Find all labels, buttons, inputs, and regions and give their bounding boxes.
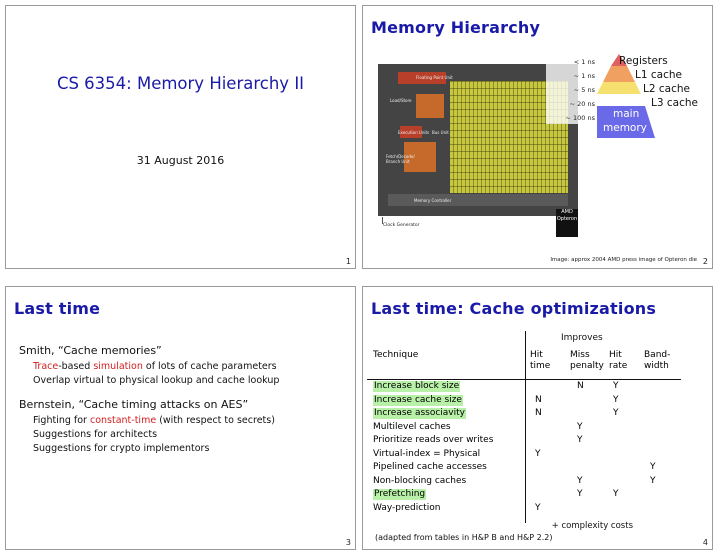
table-cell: N	[577, 381, 584, 391]
image-credit: Image: approx 2004 AMD press image of Op…	[550, 257, 697, 263]
deck-title: CS 6354: Memory Hierarchy II	[56, 74, 305, 93]
page-number: 3	[345, 538, 351, 547]
page-number: 1	[345, 257, 351, 266]
table-cell: Y	[650, 475, 656, 486]
table-row-technique: Multilevel caches	[373, 421, 451, 432]
table-cell: Y	[535, 448, 541, 459]
bullet-heading: Bernstein, “Cache timing attacks on AES”	[19, 398, 249, 411]
page-number: 2	[702, 257, 708, 266]
sub-bullet: Trace-based simulation of lots of cache …	[33, 361, 277, 372]
table-row-technique: Increase associavity	[373, 408, 466, 419]
latency-label: ~ 1 ns	[573, 72, 595, 80]
level-label: L1 cache	[635, 69, 682, 81]
table-row-technique: Non-blocking caches	[373, 475, 467, 486]
table-cell: Y	[577, 475, 583, 486]
slide-1: CS 6354: Memory Hierarchy II 31 August 2…	[5, 5, 356, 269]
complexity-note: + complexity costs	[551, 521, 633, 531]
table-cell: Y	[577, 435, 583, 445]
level-label: Registers	[619, 55, 668, 67]
die-label: Load/Store	[390, 98, 412, 103]
level-label: L3 cache	[651, 97, 698, 109]
slide-2: Memory Hierarchy Floating Point Unit Loa…	[362, 5, 713, 269]
sub-bullet: Fighting for constant-time (with respect…	[33, 415, 275, 426]
table-row-technique: Way-prediction	[373, 502, 441, 513]
table-cell: Y	[613, 408, 619, 418]
level-label: main	[613, 108, 640, 120]
table-cell: Y	[577, 489, 583, 499]
table-row-technique: Increase cache size	[373, 394, 463, 406]
improves-header: Improves	[561, 333, 603, 343]
col-technique: Technique	[373, 350, 419, 360]
table-cell: N	[535, 394, 542, 405]
die-label: Bus Unit	[432, 130, 449, 135]
source-note: (adapted from tables in H&P B and H&P 2.…	[375, 533, 553, 542]
bullet-heading: Smith, “Cache memories”	[19, 344, 162, 357]
table-row-technique: Prioritize reads over writes	[373, 435, 494, 445]
slide-title: Last time: Cache optimizations	[371, 299, 657, 318]
sub-bullet: Suggestions for crypto implementors	[33, 443, 210, 454]
deck-date: 31 August 2016	[136, 154, 225, 167]
table-cell: Y	[613, 489, 619, 499]
die-label: Fetch/Decode/ Branch Unit	[386, 154, 415, 164]
table-row-technique: Increase block size	[373, 381, 461, 392]
table-cell: Y	[650, 462, 656, 472]
die-label: Floating Point Unit	[416, 75, 453, 80]
latency-label: ~ 20 ns	[569, 100, 595, 108]
die-label: Memory Controller	[414, 198, 452, 203]
level-label: memory	[603, 122, 647, 134]
table-cell: N	[535, 408, 542, 418]
page-number: 4	[702, 538, 708, 547]
latency-label: ~ 5 ns	[573, 86, 595, 94]
sub-bullet: Suggestions for architects	[33, 429, 158, 440]
col-bandwidth: Band-width	[644, 350, 671, 371]
slide-title: Last time	[14, 299, 101, 318]
table-row-technique: Virtual-index = Physical	[373, 448, 481, 459]
table-cell: Y	[535, 502, 541, 513]
slide-title: Memory Hierarchy	[371, 18, 541, 37]
slide-3: Last time Smith, “Cache memories” Trace-…	[5, 286, 356, 550]
latency-label: < 1 ns	[573, 58, 595, 66]
sub-bullet: Overlap virtual to physical lookup and c…	[33, 375, 280, 386]
table-cell: Y	[613, 381, 619, 391]
table-cell: Y	[577, 421, 583, 432]
table-row-technique: Prefetching	[373, 489, 427, 500]
memory-pyramid	[597, 54, 655, 138]
level-label: L2 cache	[643, 83, 690, 95]
latency-label: ~ 100 ns	[565, 114, 596, 122]
slide-4: Last time: Cache optimizations Improves …	[362, 286, 713, 550]
table-cell: Y	[613, 394, 619, 405]
amd-opteron-logo: AMD Opteron	[556, 209, 578, 237]
die-label: Clock Generator	[383, 223, 420, 228]
die-label: Execution Units	[398, 130, 430, 135]
table-row-technique: Pipelined cache accesses	[373, 462, 487, 472]
